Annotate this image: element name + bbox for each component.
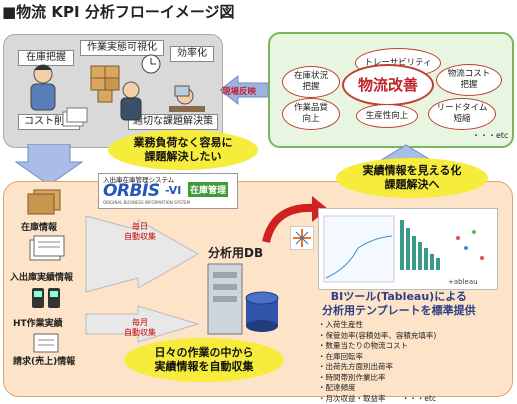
tableau-icon [290,226,314,250]
bubble-visualize: 実績情報を見える化 課題解決へ [336,158,488,198]
kpi-item: ・配達頻度 [318,383,436,394]
oval-cost: 物流コスト 把握 [436,64,502,96]
feedback-label: 現場反映 [222,85,256,97]
source-io: 入出庫実績情報 [10,270,73,283]
collect-monthly: 毎月 自動収集 [124,318,156,338]
kpi-item: ・月次収益・取益率 ・・・etc [318,394,436,404]
orbis-tag: 在庫管理 [188,182,228,197]
green-etc: ・・・etc [472,130,508,141]
down-arrow [14,144,84,186]
tableau-logo: +ableau [448,278,478,286]
page-title: ■物流 KPI 分析フローイメージ図 [2,1,235,22]
kpi-item: ・在庫回転率 [318,352,436,363]
orbis-logo: ORBIS [103,181,160,201]
source-billing: 請求(売上)情報 [13,354,75,367]
source-stock: 在庫情報 [21,220,57,233]
oval-productivity: 生産性向上 [356,104,418,128]
oval-stock: 在庫状況 把握 [282,66,340,98]
kpi-item: ・出荷先方面別出荷率 [318,362,436,373]
collect-daily: 毎日 自動収集 [124,222,156,242]
source-ht: HT作業実績 [13,316,63,329]
bi-kpi-list: ・入荷生産性 ・保管効率(容積効率、容積充填率) ・数量当たりの物流コスト ・在… [318,320,436,404]
kpi-item: ・保管効率(容積効率、容積充填率) [318,331,436,342]
kpi-item: ・数量当たりの物流コスト [318,341,436,352]
kpi-item: ・入荷生産性 [318,320,436,331]
database-icon [204,262,284,338]
oval-logistics-improvement: 物流改善 [342,64,434,106]
analysis-db-label: 分析用DB [208,244,263,261]
oval-leadtime: リードタイム 短縮 [428,98,496,130]
kpi-item: ・時間帯別作業比率 [318,373,436,384]
bubble-easy-solve: 業務負荷なく容易に 課題解決したい [108,130,258,170]
oval-quality: 作業品質 向上 [282,98,340,130]
orbis-version: -VI [165,184,181,197]
orbis-caption: ORIGINAL BUSINESS INFORMATION SYSTEM [103,200,190,205]
bi-title: BIツール(Tableau)による 分析用テンプレートを標準提供 [322,290,476,318]
